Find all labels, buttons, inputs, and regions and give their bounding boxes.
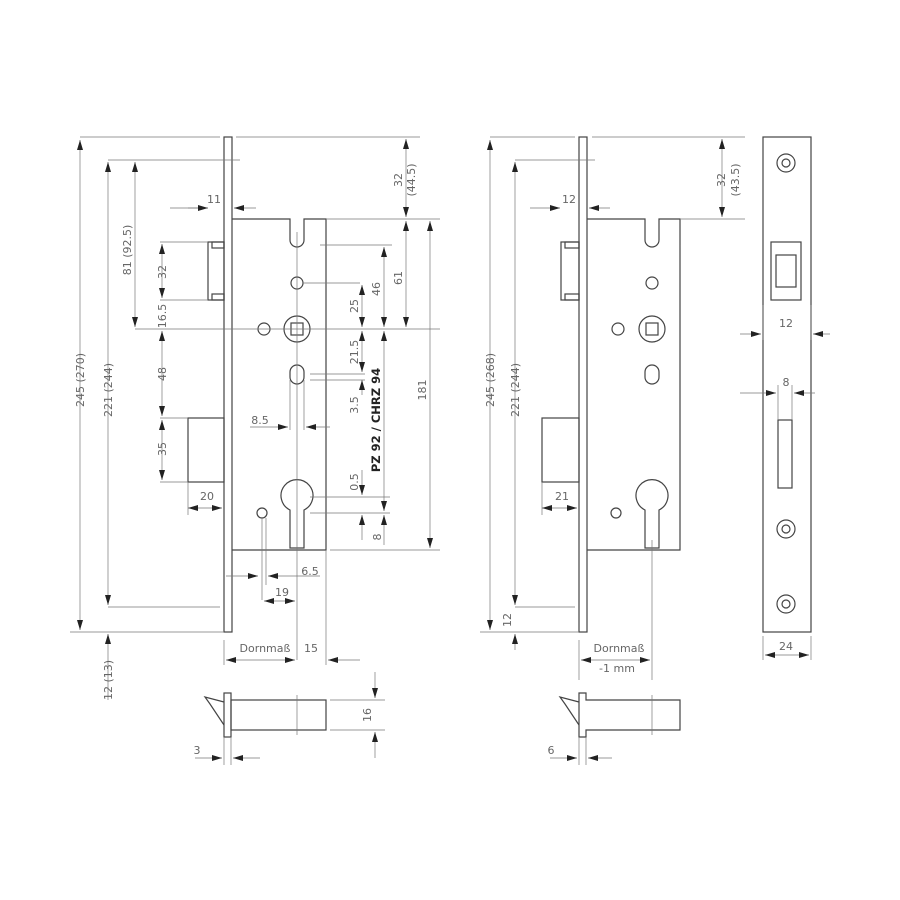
dim-32-top: 32 — [392, 173, 405, 187]
backset-note: -1 mm — [599, 662, 635, 675]
dim-8-5: 8.5 — [251, 414, 269, 427]
dim-12: 12 — [779, 317, 793, 330]
dim-44-5: (44.5) — [405, 163, 418, 196]
latch-bolt — [207, 241, 225, 301]
dim-6: 6 — [548, 744, 555, 757]
dim-20: 20 — [200, 490, 214, 503]
dim-15: 15 — [304, 642, 318, 655]
fixing-hole — [256, 507, 268, 519]
dim-8: 8 — [371, 534, 384, 541]
middle-lock-bolt-top-view: 6 — [548, 692, 681, 765]
left-lock-front-view: 245 (270) 221 (244) 81 (92.5) 32 16.5 48… — [70, 136, 440, 700]
dim-12: 12 — [562, 193, 576, 206]
dim-16-5: 16.5 — [156, 304, 169, 329]
dim-12-13: 12 (13) — [102, 660, 115, 700]
dim-0-5: 0.5 — [348, 473, 361, 491]
dim-3-5: 3.5 — [348, 396, 361, 414]
cylinder-hole — [280, 479, 314, 549]
dead-bolt — [187, 417, 225, 483]
bolt-opening — [777, 419, 793, 489]
dim-3: 3 — [194, 744, 201, 757]
faceplate-front-view: 12 8 24 — [740, 136, 830, 660]
backset-label: Dornmaß — [240, 642, 291, 655]
dim-48: 48 — [156, 367, 169, 381]
screw-hole — [776, 153, 796, 173]
left-lock-bolt-top-view: 16 3 — [194, 672, 385, 765]
middle-lock-front-view: 245 (268) 221 (244) 12 12 21 32 (43.5) D… — [480, 136, 745, 680]
dim-8: 8 — [783, 376, 790, 389]
dim-81: 81 (92.5) — [121, 225, 134, 276]
dim-19: 19 — [275, 586, 289, 599]
dim-61: 61 — [392, 271, 405, 285]
dim-21: 21 — [555, 490, 569, 503]
faceplate — [223, 136, 233, 633]
dim-overall-height: 245 (268) — [484, 353, 497, 407]
dim-43-5: (43.5) — [729, 163, 742, 196]
dim-overall-height: 245 (270) — [74, 353, 87, 407]
lock-case — [232, 218, 327, 551]
dim-32-top: 32 — [715, 173, 728, 187]
cylinder-label: PZ 92 / CHRZ 94 — [369, 368, 383, 472]
dim-height-221: 221 (244) — [102, 363, 115, 417]
left-lock-dimension-labels: 245 (270) 221 (244) 81 (92.5) 32 16.5 48… — [74, 163, 429, 700]
dim-46: 46 — [370, 282, 383, 296]
dim-6-5: 6.5 — [301, 565, 319, 578]
dim-16: 16 — [361, 708, 374, 722]
dim-181: 181 — [416, 380, 429, 401]
dim-11: 11 — [207, 193, 221, 206]
backset-label: Dornmaß — [594, 642, 645, 655]
dim-25: 25 — [348, 299, 361, 313]
dim-24: 24 — [779, 640, 793, 653]
dim-35: 35 — [156, 442, 169, 456]
dim-height-221: 221 (244) — [509, 363, 522, 417]
latch-opening — [770, 241, 802, 301]
dim-32-latch: 32 — [156, 265, 169, 279]
screw-hole — [776, 594, 796, 614]
dim-21-5: 21.5 — [348, 340, 361, 365]
screw-hole — [776, 519, 796, 539]
dim-12-bottom: 12 — [501, 613, 514, 627]
